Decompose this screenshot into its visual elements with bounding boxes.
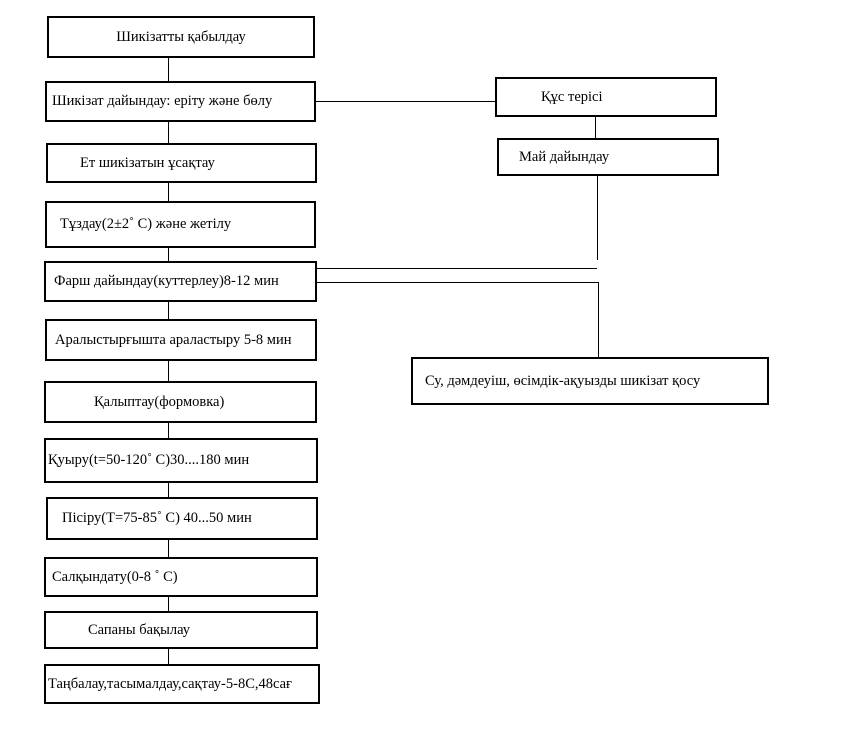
step-label: Пісіру(Т=75-85˚ С) 40...50 мин (62, 510, 252, 526)
step-box-mixing: Аралыстырғышта араластыру 5-8 мин (45, 319, 317, 361)
step-label: Шикізатты қабылдау (116, 28, 246, 45)
connector-line (316, 282, 599, 283)
step-box-quality: Сапаны бақылау (44, 611, 318, 649)
connector-line (168, 302, 169, 319)
step-label: Аралыстырғышта араластыру 5-8 мин (55, 331, 292, 348)
step-box-preparation: Шикізат дайындау: еріту және бөлу (45, 81, 316, 122)
connector-line (598, 282, 599, 357)
step-box-labeling: Таңбалау,тасымалдау,сақтау-5-8С,48сағ (44, 664, 320, 704)
step-box-salting: Тұздау(2±2˚ С) және жетілу (45, 201, 316, 248)
connector-line (168, 183, 169, 201)
side-box-skin: Құс терісі (495, 77, 717, 117)
step-box-receiving: Шикізатты қабылдау (47, 16, 315, 58)
step-box-forming: Қалыптау(формовка) (44, 381, 317, 423)
connector-line (168, 122, 169, 143)
step-box-frying: Қуыру(t=50-120˚ С)30....180 мин (44, 438, 318, 483)
connector-line (168, 483, 169, 497)
connector-line (595, 117, 596, 138)
step-label: Қуыру(t=50-120˚ С)30....180 мин (48, 452, 250, 468)
step-label: Сапаны бақылау (88, 621, 191, 638)
step-label: Шикізат дайындау: еріту және бөлу (52, 93, 273, 109)
connector-line (316, 268, 597, 269)
step-label: Ет шикізатын ұсақтау (80, 154, 215, 171)
step-box-grinding: Ет шикізатын ұсақтау (46, 143, 317, 183)
step-label: Тұздау(2±2˚ С) және жетілу (60, 216, 232, 232)
connector-line (168, 248, 169, 261)
connector-line (168, 649, 169, 664)
connector-line (597, 176, 598, 260)
step-label: Қалыптау(формовка) (94, 393, 225, 410)
side-label: Құс терісі (541, 88, 603, 105)
connector-line (313, 101, 496, 102)
connector-line (168, 540, 169, 557)
step-label: Таңбалау,тасымалдау,сақтау-5-8С,48сағ (48, 675, 293, 692)
step-box-cooling: Салқындату(0-8 ˚ С) (44, 557, 318, 597)
step-label: Салқындату(0-8 ˚ С) (52, 568, 178, 585)
side-box-additives: Су, дәмдеуіш, өсімдік-ақуызды шикізат қо… (411, 357, 769, 405)
connector-line (168, 423, 169, 438)
side-box-fat: Май дайындау (497, 138, 719, 176)
step-box-farsh: Фарш дайындау(куттерлеу)8-12 мин (44, 261, 317, 302)
connector-line (168, 58, 169, 82)
step-label: Фарш дайындау(куттерлеу)8-12 мин (54, 273, 279, 289)
connector-line (168, 597, 169, 611)
side-label: Май дайындау (519, 148, 610, 165)
step-box-cooking: Пісіру(Т=75-85˚ С) 40...50 мин (46, 497, 318, 540)
connector-line (168, 361, 169, 381)
side-label: Су, дәмдеуіш, өсімдік-ақуызды шикізат қо… (425, 372, 701, 389)
